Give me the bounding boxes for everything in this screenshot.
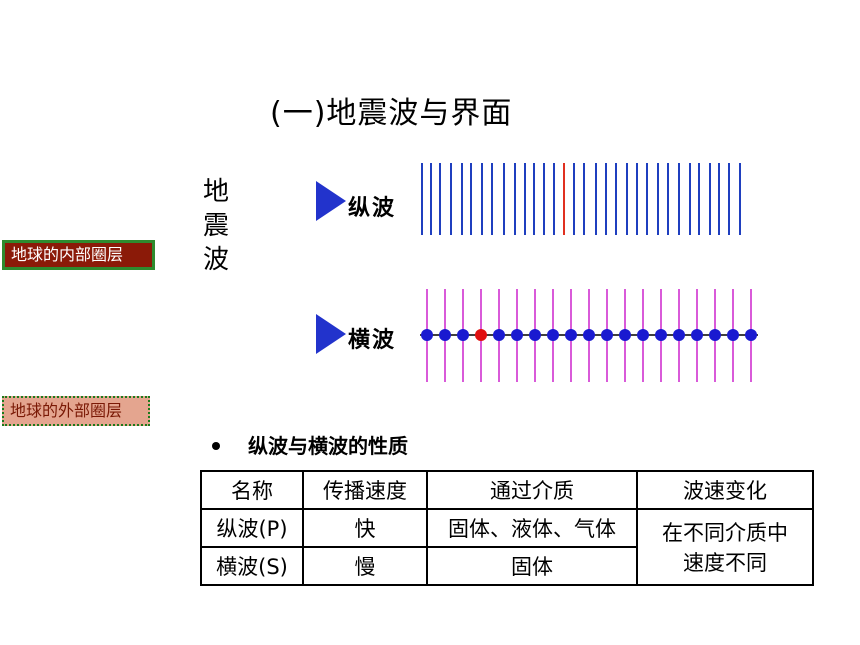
cell-s-name: 横波(S) bbox=[200, 546, 304, 586]
table-row: 纵波(P) 快 固体、液体、气体 在不同介质中 速度不同 bbox=[200, 508, 814, 586]
header-medium: 通过介质 bbox=[426, 470, 638, 510]
s-wave-particle bbox=[601, 329, 613, 341]
s-wave-particle bbox=[421, 329, 433, 341]
cell-p-medium: 固体、液体、气体 bbox=[426, 508, 638, 548]
s-wave-particle bbox=[511, 329, 523, 341]
s-wave-particle bbox=[673, 329, 685, 341]
s-wave-particle bbox=[583, 329, 595, 341]
wave-properties-table: 名称 传播速度 通过介质 波速变化 纵波(P) 快 固体、液体、气体 在不同介质… bbox=[200, 470, 814, 586]
s-wave-arrow-icon bbox=[316, 314, 346, 354]
s-wave-particle bbox=[745, 329, 757, 341]
s-wave-particle bbox=[619, 329, 631, 341]
header-name: 名称 bbox=[200, 470, 304, 510]
page-title: (一)地震波与界面 bbox=[270, 96, 513, 131]
properties-heading: 纵波与横波的性质 bbox=[212, 430, 408, 459]
vertical-char: 震 bbox=[202, 211, 229, 241]
s-wave-particle bbox=[709, 329, 721, 341]
outer-layers-button[interactable]: 地球的外部圈层 bbox=[2, 396, 150, 426]
cell-s-speed: 慢 bbox=[302, 546, 428, 586]
s-wave-particle bbox=[637, 329, 649, 341]
s-wave-particle bbox=[727, 329, 739, 341]
inner-layers-button[interactable]: 地球的内部圈层 bbox=[2, 240, 155, 270]
table-header-row: 名称 传播速度 通过介质 波速变化 bbox=[200, 470, 814, 510]
bullet-icon bbox=[212, 441, 220, 450]
speed-change-line2: 速度不同 bbox=[683, 551, 767, 575]
properties-heading-text: 纵波与横波的性质 bbox=[248, 434, 408, 458]
seismic-wave-vertical-label: 地 震 波 bbox=[201, 175, 231, 277]
cell-p-name: 纵波(P) bbox=[200, 508, 304, 548]
header-speed-change: 波速变化 bbox=[636, 470, 814, 510]
table-row: 横波(S) 慢 固体 bbox=[200, 546, 813, 586]
s-wave-particle bbox=[529, 329, 541, 341]
speed-change-line1: 在不同介质中 bbox=[662, 521, 788, 545]
p-wave-arrow-icon bbox=[316, 181, 346, 221]
s-wave-particle bbox=[655, 329, 667, 341]
cell-speed-change: 在不同介质中 速度不同 bbox=[636, 508, 814, 586]
vertical-char: 地 bbox=[202, 177, 229, 207]
s-wave-particle bbox=[475, 329, 487, 341]
s-wave-lines bbox=[420, 289, 758, 382]
cell-s-medium: 固体 bbox=[426, 546, 638, 586]
p-wave-label: 纵波 bbox=[348, 195, 397, 221]
s-wave-particle bbox=[439, 329, 451, 341]
s-wave-particle bbox=[547, 329, 559, 341]
s-wave-label: 横波 bbox=[348, 327, 397, 353]
s-wave-particle bbox=[493, 329, 505, 341]
vertical-char: 波 bbox=[202, 245, 229, 275]
s-wave-particle bbox=[565, 329, 577, 341]
cell-p-speed: 快 bbox=[302, 508, 428, 548]
header-speed: 传播速度 bbox=[302, 470, 428, 510]
s-wave-particle bbox=[457, 329, 469, 341]
p-wave-lines bbox=[421, 163, 741, 235]
s-wave-particle bbox=[691, 329, 703, 341]
